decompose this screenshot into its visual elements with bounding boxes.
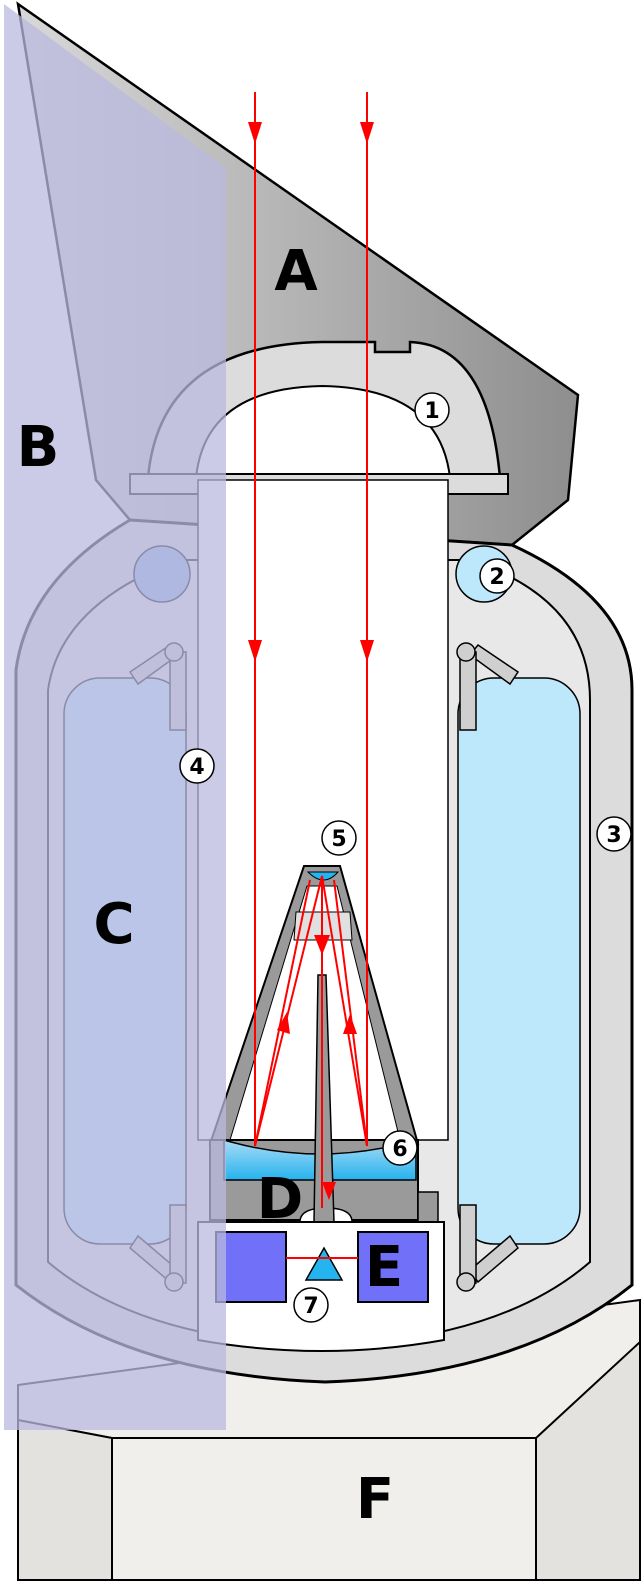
sun-shield-b [4,4,226,1430]
label-e: E [365,1235,403,1300]
label-d: D [257,1167,303,1232]
label-b: B [17,415,60,480]
callout-1: 1 [414,392,450,428]
callout-2: 2 [479,558,515,594]
light-ray-paths [248,92,374,1259]
svg-text:3: 3 [606,823,621,848]
svg-text:6: 6 [392,1137,407,1162]
detector-box-e [197,1221,445,1352]
svg-text:2: 2 [489,565,504,590]
callout-7: 7 [293,1287,329,1323]
label-a: A [274,239,318,304]
callout-6: 6 [382,1130,418,1166]
beam-splitter [304,1246,344,1281]
callout-5: 5 [321,820,357,856]
svg-text:7: 7 [303,1294,318,1319]
cryogen-tank-right [457,677,581,1245]
svg-text:5: 5 [331,827,346,852]
callout-3: 3 [596,816,632,852]
label-f: F [356,1467,394,1532]
callout-4: 4 [179,748,215,784]
svg-text:1: 1 [424,399,439,424]
svg-text:4: 4 [189,755,204,780]
label-c: C [93,892,134,957]
